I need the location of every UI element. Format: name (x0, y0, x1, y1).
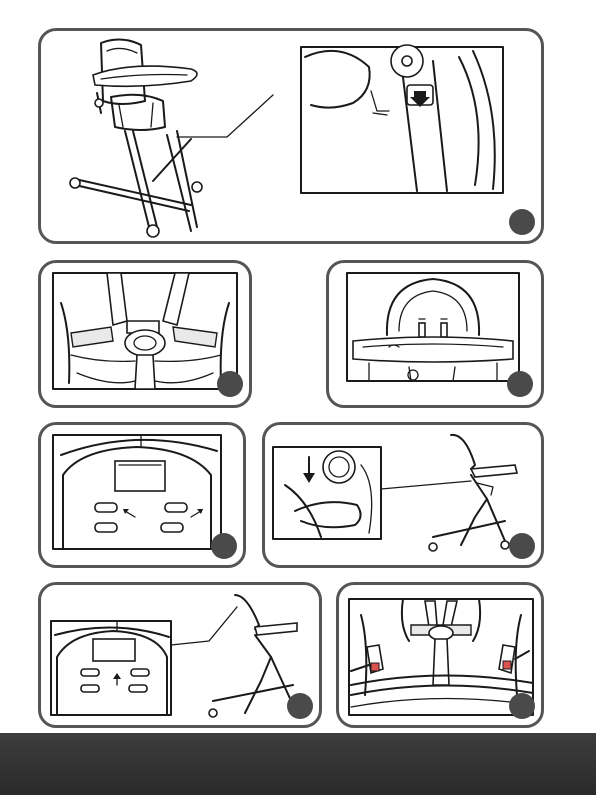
panel-step-7 (336, 582, 544, 728)
panel-step-6 (38, 582, 322, 728)
panel-step-2 (38, 260, 252, 408)
step-badge-1 (509, 209, 535, 235)
panel-step-5 (262, 422, 544, 568)
illustration-release-lever (265, 425, 541, 565)
panel-step-4 (38, 422, 246, 568)
step-badge-2 (217, 371, 243, 397)
step-badge-4 (211, 533, 237, 559)
footer-band (0, 733, 596, 795)
step-badge-3 (507, 371, 533, 397)
step-badge-7 (509, 693, 535, 719)
step-badge-6 (287, 693, 313, 719)
illustration-chair-overview (41, 31, 541, 241)
illustration-seat-adjust (41, 585, 319, 725)
panel-step-1 (38, 28, 544, 244)
panel-step-3 (326, 260, 544, 408)
step-badge-5 (509, 533, 535, 559)
